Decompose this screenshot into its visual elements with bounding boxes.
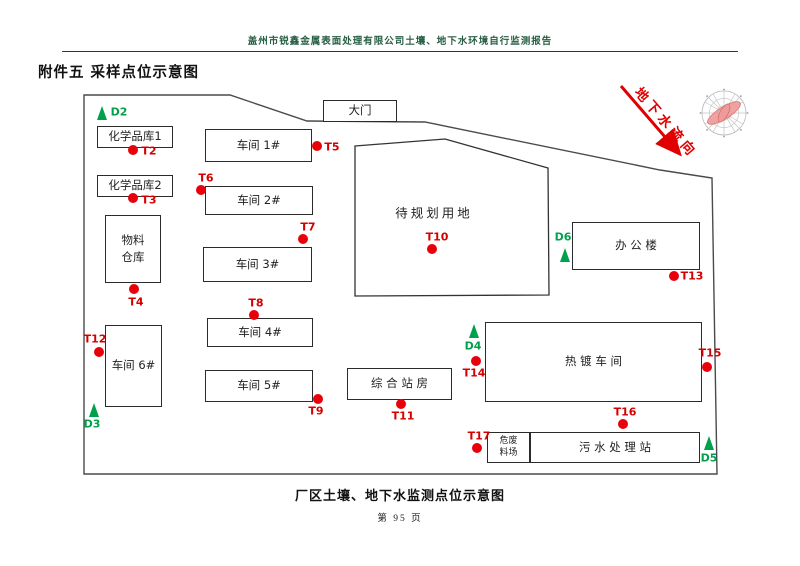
site-boundary: [83, 94, 718, 475]
header-divider: [62, 51, 738, 52]
parcel-outline: [354, 138, 550, 297]
attachment-title: 附件五 采样点位示意图: [38, 65, 200, 81]
wind-rose-icon: [699, 88, 749, 138]
report-header-title: 盖州市锐鑫金属表面处理有限公司土壤、地下水环境自行监测报告: [247, 37, 553, 47]
parcel-label: 待规划用地: [395, 205, 473, 221]
groundwater-flow-arrow: [619, 85, 682, 157]
figure-caption: 厂区土壤、地下水监测点位示意图: [294, 489, 505, 504]
page-number: 第 95 页: [377, 514, 423, 524]
